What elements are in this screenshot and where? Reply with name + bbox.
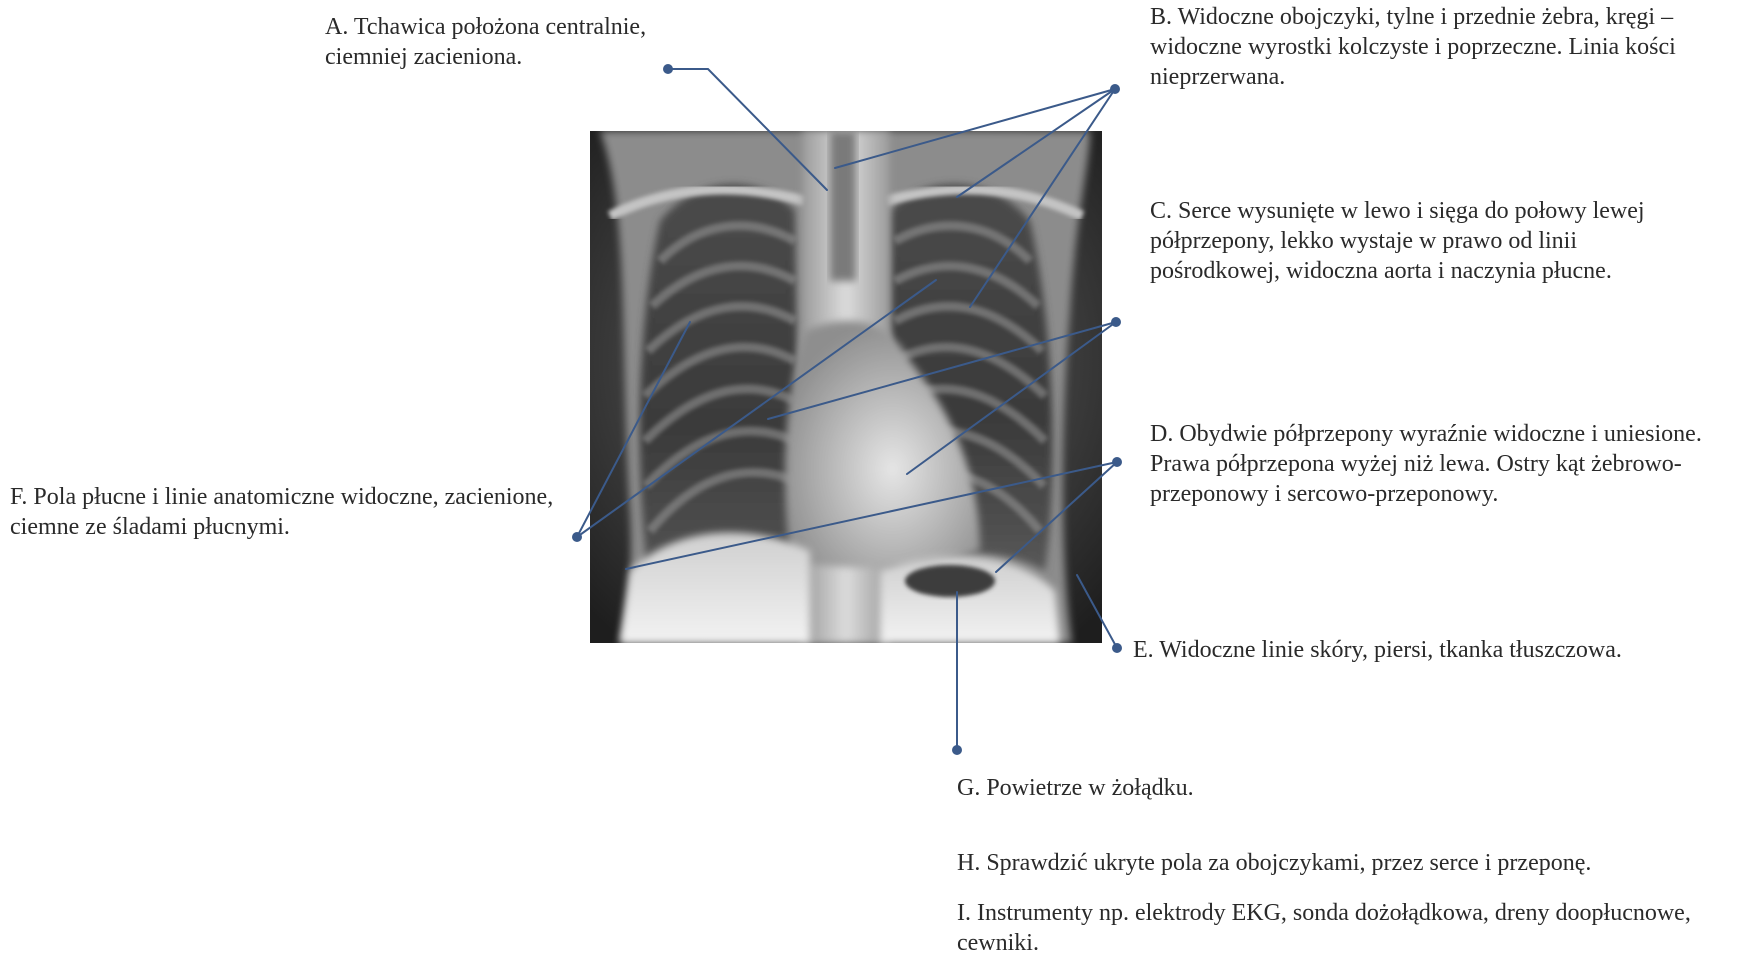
annotation-g: G. Powietrze w żołądku. [957,773,1194,803]
dot-d [1112,457,1122,467]
dot-e [1112,643,1122,653]
annotation-h: H. Sprawdzić ukryte pola za obojczykami,… [957,848,1591,878]
annotation-i: I. Instrumenty np. elektrody EKG, sonda … [957,898,1717,958]
annotation-d: D. Obydwie półprzepony wyraźnie widoczne… [1150,419,1725,509]
annotation-a: A. Tchawica położona centralnie, ciemnie… [325,12,725,72]
dot-f [572,532,582,542]
chest-xray-image [590,131,1102,643]
annotation-e: E. Widoczne linie skóry, piersi, tkanka … [1133,635,1622,665]
dot-c [1111,317,1121,327]
dot-g [952,745,962,755]
annotation-c: C. Serce wysunięte w lewo i sięga do poł… [1150,196,1710,286]
annotation-f: F. Pola płucne i linie anatomiczne widoc… [10,482,565,542]
xray-graphic [590,131,1102,643]
dot-b [1110,84,1120,94]
annotation-b: B. Widoczne obojczyki, tylne i przednie … [1150,2,1710,92]
